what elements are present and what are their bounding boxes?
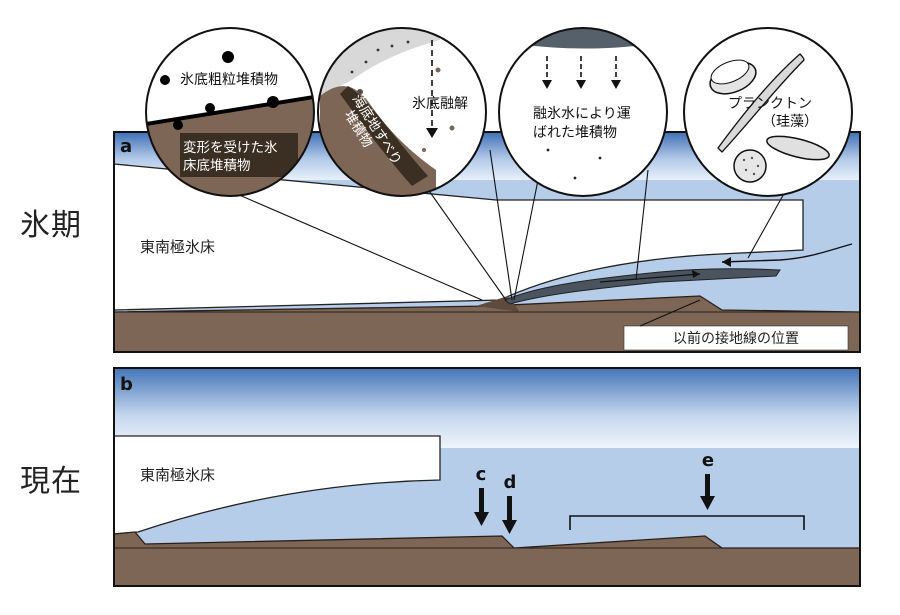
marker-e-label: e — [702, 450, 714, 471]
panel-a-plankton-arrowhead-icon — [722, 257, 731, 267]
leader-line-2b — [489, 149, 513, 301]
panel-a-frame — [113, 131, 861, 353]
diatom-round-icon — [733, 149, 767, 183]
label-present: 現在 — [20, 464, 82, 499]
panel-b: b 東南極氷床 c d e — [113, 367, 861, 587]
diatom-disc-icon — [709, 59, 757, 95]
bubble-1-lower-label-line2: 床底堆積物 — [183, 158, 251, 174]
panel-a-meltwater-plume — [504, 268, 781, 305]
bubble-3-arrow-3-icon — [611, 80, 621, 89]
marker-c-label: c — [476, 464, 487, 485]
panel-a-plume-arrowhead-icon — [692, 270, 700, 278]
bubble-4-label-line2: （珪藻） — [762, 114, 818, 130]
marker-d-arrow-icon — [502, 520, 517, 534]
panel-b-ice-sheet — [113, 435, 441, 535]
bubble-3-arrow-2-icon — [576, 80, 586, 89]
panel-a-plume-arrow-line — [599, 273, 701, 283]
bubble-subglacial-sediment: 氷底粗粒堆積物 変形を受けた氷 床底堆積物 — [145, 27, 315, 197]
diatom-needle-icon — [717, 53, 805, 153]
panel-b-sky — [114, 368, 860, 448]
grounding-line-label-box — [623, 325, 849, 351]
bubble-1-label: 氷底粗粒堆積物 — [180, 72, 278, 88]
leader-line-3a — [513, 169, 541, 301]
bubble-1-lower-label-line1: 変形を受けた氷 — [183, 139, 278, 156]
panel-b-frame — [113, 367, 861, 587]
bubble-3-label-line1: 融氷水により運 — [533, 106, 631, 122]
panel-b-ice-sheet-label: 東南極氷床 — [140, 466, 215, 484]
diatom-oval-icon — [766, 135, 830, 161]
grounding-line-leader — [639, 299, 701, 327]
bubble-4-label-line1: プランクトン — [728, 96, 812, 112]
marker-d-label: d — [504, 472, 517, 493]
grounding-line-label: 以前の接地線の位置 — [673, 330, 799, 347]
bubble-3-arrow-1-icon — [542, 80, 552, 89]
bubble-3-label-line2: ばれた堆積物 — [533, 125, 617, 141]
marker-d-shaft — [507, 496, 512, 520]
leader-line-4 — [747, 189, 787, 259]
marker-e-shaft — [705, 474, 710, 496]
leader-line-3b — [635, 169, 649, 281]
marker-c-shaft — [479, 488, 484, 512]
marker-e-arrow-icon — [700, 496, 715, 510]
leader-line-1 — [199, 177, 483, 301]
panel-a-plankton-arrow — [721, 243, 853, 263]
bubble-2-melt-label: 氷底融解 — [412, 96, 468, 112]
bubble-meltwater-sediment: 融氷水により運 ばれた堆積物 — [498, 27, 668, 197]
bubble-submarine-slide: 氷底融解 海底地すべり 堆積物 — [317, 27, 487, 197]
panel-b-letter: b — [120, 374, 133, 395]
bubble-plankton: プランクトン （珪藻） — [683, 27, 853, 197]
marker-e-bracket — [569, 515, 805, 530]
panel-a-letter: a — [120, 136, 132, 157]
label-glacial-period: 氷期 — [20, 208, 82, 243]
panel-a-ice-sheet-label: 東南極氷床 — [140, 238, 215, 256]
leader-line-2a — [419, 177, 507, 301]
bubble-2-melt-arrow-icon — [426, 128, 438, 138]
marker-c-arrow-icon — [474, 512, 489, 526]
